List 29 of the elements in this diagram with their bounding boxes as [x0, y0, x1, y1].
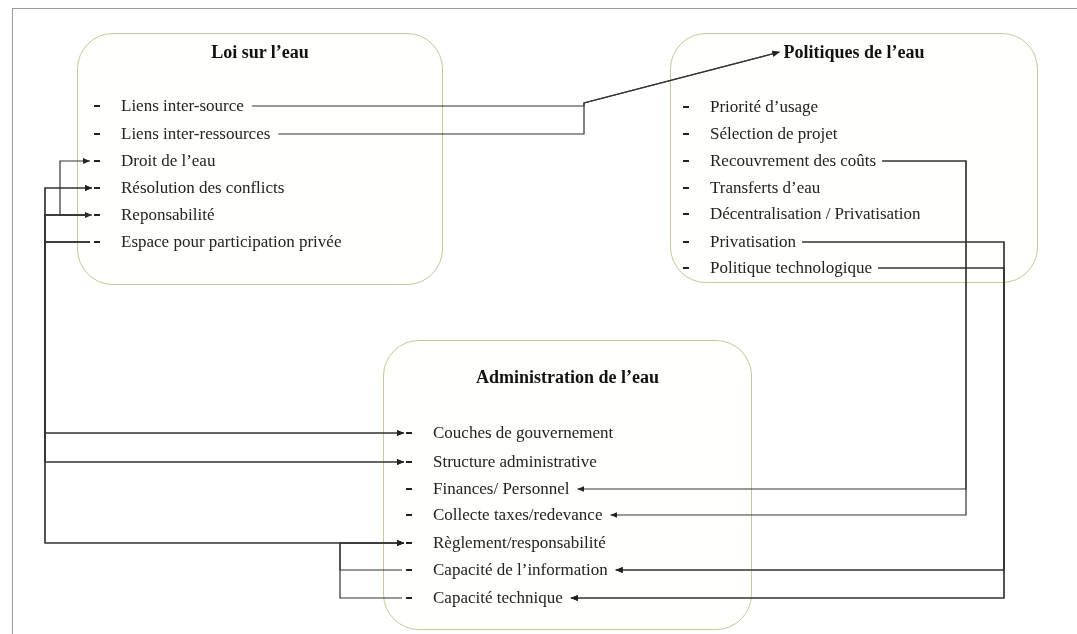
- rounded-box: [383, 340, 752, 630]
- list-item-text: Transferts d’eau: [710, 177, 821, 199]
- list-item-text: Recouvrement des coûts: [710, 150, 877, 172]
- list-item-text: Capacité technique: [433, 587, 563, 609]
- list-item-text: Finances/ Personnel: [433, 478, 570, 500]
- list-item-text: Résolution des conflicts: [121, 177, 285, 199]
- list-item-text: Capacité de l’information: [433, 559, 608, 581]
- connector-arrow: [59, 158, 93, 218]
- connector-arrow: [339, 540, 405, 599]
- connector-arrow: [277, 50, 781, 135]
- list-item-text: Collecte taxes/redevance: [433, 504, 603, 526]
- list-item-text: Reponsabilité: [121, 204, 215, 226]
- list-item-text: Priorité d’usage: [710, 96, 819, 118]
- list-item-text: Couches de gouvernement: [433, 422, 614, 444]
- rounded-box: [670, 33, 1038, 283]
- rounded-box: [77, 33, 443, 285]
- box-heading: Administration de l’eau: [476, 366, 659, 389]
- list-item-text: Structure administrative: [433, 451, 597, 473]
- box-heading: Politiques de l’eau: [783, 41, 925, 64]
- list-item-text: Espace pour participation privée: [121, 231, 342, 253]
- list-item-text: Liens inter-source: [121, 95, 244, 117]
- list-item-text: Règlement/responsabilité: [433, 532, 606, 554]
- list-item-text: Droit de l’eau: [121, 150, 216, 172]
- list-item-text: Décentralisation / Privatisation: [710, 203, 921, 225]
- list-item-text: Politique technologique: [710, 257, 872, 279]
- box-heading: Loi sur l’eau: [211, 41, 309, 64]
- list-item-text: Sélection de projet: [710, 123, 838, 145]
- list-item-text: Privatisation: [710, 231, 796, 253]
- list-item-text: Liens inter-ressources: [121, 123, 271, 145]
